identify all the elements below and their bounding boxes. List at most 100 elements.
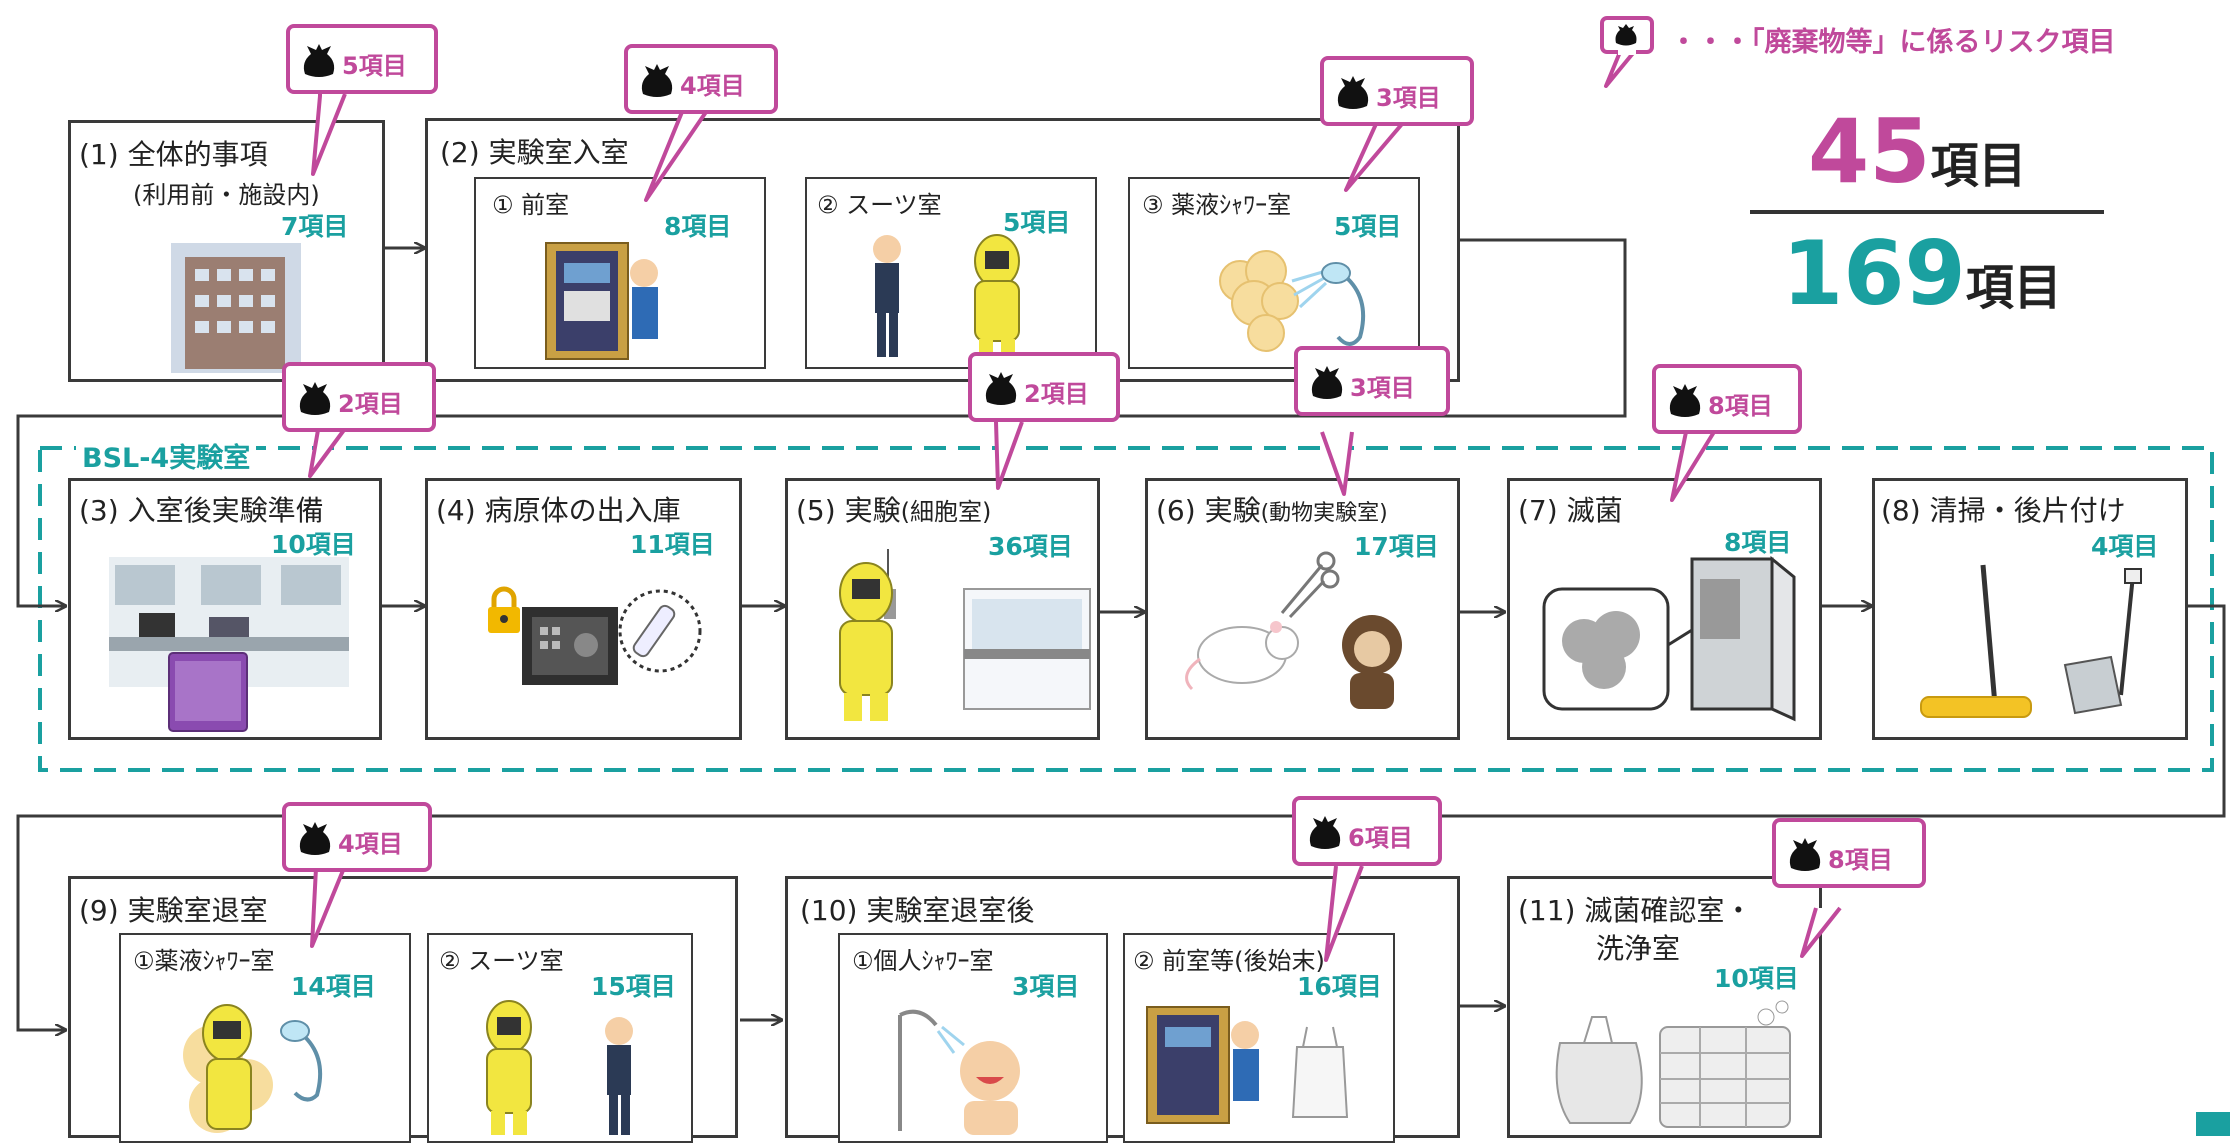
step-9-room-1-label: ①薬液ｼｬﾜｰ室	[133, 947, 275, 975]
arrow-2-3	[16, 238, 1627, 606]
total-waste: 45項目	[1808, 100, 2026, 203]
step-2-room-2-label: ② スーツ室	[817, 191, 942, 219]
step-9-box: (9) 実験室退室 ①薬液ｼｬﾜｰ室 14項目 ② スーツ室 15項目	[68, 876, 738, 1143]
bsl4-zone-border	[38, 446, 2214, 772]
locker-room-image	[545, 242, 658, 360]
corner-marker	[2196, 1112, 2230, 1136]
personal-shower-image	[898, 1009, 1020, 1135]
step-2-room-2-count: 5項目	[1003, 208, 1071, 237]
step-10-title: (10) 実験室退室後	[800, 894, 1035, 927]
waste-callout-step-1: 5項目	[286, 24, 438, 94]
animal-lab-image	[1185, 551, 1402, 709]
garbage-bag-icon	[1311, 366, 1343, 399]
waste-count-step-2-anteroom: 4項目	[680, 72, 745, 100]
garbage-bag-icon	[1337, 76, 1369, 109]
total-waste-value: 45	[1808, 100, 1931, 203]
step-2-room-2: ② スーツ室 5項目	[805, 177, 1097, 369]
step-5-title-room: (細胞室)	[900, 498, 992, 526]
step-4-count: 11項目	[630, 530, 715, 559]
waste-callout-step-10: 6項目	[1292, 796, 1442, 866]
step-2-room-1-count: 8項目	[664, 212, 732, 241]
waste-count-step-10: 6項目	[1348, 824, 1413, 852]
legend-callout-shape	[1600, 16, 1654, 88]
step-11-box: (11) 滅菌確認室・ 洗浄室 10項目	[1507, 876, 1822, 1138]
step-7-count: 8項目	[1724, 528, 1792, 557]
autoclave-image	[1542, 555, 1796, 722]
garbage-bag-icon	[1789, 838, 1821, 871]
waste-count-step-2-shower: 3項目	[1376, 84, 1441, 112]
pathogen-safe-image	[488, 586, 702, 685]
sterilization-check-image	[1555, 1000, 1791, 1128]
waste-callout-step-9: 4項目	[282, 802, 432, 872]
garbage-bag-icon	[1615, 24, 1637, 46]
total-all-unit: 項目	[1965, 260, 2062, 316]
waste-callout-step-6: 3項目	[1294, 346, 1450, 416]
totals-divider	[1750, 210, 2104, 214]
legend-text: ・・・「廃棄物等」に係るリスク項目	[1670, 27, 2116, 58]
step-10-room-2: ② 前室等(後始末) 16項目	[1123, 933, 1395, 1143]
waste-count-step-5: 2項目	[1024, 380, 1089, 408]
step-6-title: (6) 実験(動物実験室)	[1156, 489, 1388, 529]
step-7-box: (7) 滅菌 8項目	[1507, 478, 1822, 740]
step-8-count: 4項目	[2091, 532, 2159, 561]
cleaning-tools-image	[1920, 564, 2142, 718]
waste-count-step-7: 8項目	[1708, 392, 1773, 420]
suit-room-image	[873, 234, 1020, 359]
step-2-room-3-count: 5項目	[1334, 212, 1402, 241]
step-10-room-1-count: 3項目	[1012, 972, 1080, 1001]
total-waste-unit: 項目	[1930, 138, 2027, 194]
waste-count-step-11: 8項目	[1828, 846, 1893, 874]
exit-suit-room-image	[486, 1000, 633, 1135]
step-9-room-2-count: 15項目	[591, 972, 676, 1001]
step-2-room-3-label: ③ 薬液ｼｬﾜｰ室	[1142, 191, 1292, 219]
step-2-room-1-label: ① 前室	[492, 191, 570, 219]
step-1-box: (1) 全体的事項 (利用前・施設内) 7項目	[68, 120, 385, 382]
garbage-bag-icon	[1309, 816, 1341, 849]
step-4-title: (4) 病原体の出入庫	[436, 494, 681, 527]
waste-callout-step-2-shower: 3項目	[1320, 56, 1474, 126]
step-10-room-2-count: 16項目	[1297, 972, 1382, 1001]
step-11-count: 10項目	[1714, 964, 1799, 993]
step-6-count: 17項目	[1354, 532, 1439, 561]
step-2-title: (2) 実験室入室	[440, 136, 629, 169]
step-6-title-main: (6) 実験	[1156, 494, 1261, 527]
step-9-room-2-label: ② スーツ室	[439, 947, 564, 975]
facility-building-image	[171, 243, 301, 373]
step-7-title: (7) 滅菌	[1518, 494, 1623, 527]
step-3-count: 10項目	[271, 530, 356, 559]
step-5-title: (5) 実験(細胞室)	[796, 489, 991, 529]
anteroom-cleanup-image	[1146, 1006, 1349, 1124]
step-2-room-1: ① 前室 8項目	[474, 177, 766, 369]
step-2-room-3: ③ 薬液ｼｬﾜｰ室 5項目	[1128, 177, 1420, 369]
garbage-bag-icon	[1669, 384, 1701, 417]
step-4-box: (4) 病原体の出入庫 11項目	[425, 478, 742, 740]
garbage-bag-icon	[985, 372, 1017, 405]
waste-callout-step-7: 8項目	[1652, 364, 1802, 434]
step-6-box: (6) 実験(動物実験室) 17項目	[1145, 478, 1460, 740]
lock-icon	[488, 586, 520, 633]
waste-callout-step-3: 2項目	[282, 362, 436, 432]
lab-preparation-image	[109, 557, 349, 732]
chemical-shower-image	[1219, 250, 1366, 352]
bsl4-zone-label: BSL-4実験室	[76, 436, 257, 475]
step-5-count: 36項目	[988, 532, 1073, 561]
step-11-title-line2: 洗浄室	[1596, 932, 1681, 965]
step-9-room-1-count: 14項目	[291, 972, 376, 1001]
garbage-bag-icon	[299, 822, 331, 855]
waste-count-step-6: 3項目	[1350, 374, 1415, 402]
step-8-title: (8) 清掃・後片付け	[1881, 494, 2126, 527]
step-2-box: (2) 実験室入室 ① 前室 8項目 ② スーツ室 5項目 ③ 薬液ｼｬﾜｰ室 …	[425, 118, 1460, 382]
step-3-title: (3) 入室後実験準備	[79, 494, 324, 527]
waste-count-step-3: 2項目	[338, 390, 403, 418]
step-1-subtitle: (利用前・施設内)	[133, 181, 320, 209]
waste-callout-step-11: 8項目	[1772, 818, 1926, 888]
waste-callout-step-2-anteroom: 4項目	[624, 44, 778, 114]
legend: ・・・「廃棄物等」に係るリスク項目	[1600, 16, 2228, 88]
total-all: 169項目	[1782, 222, 2062, 325]
step-10-room-1-label: ①個人ｼｬﾜｰ室	[852, 947, 994, 975]
scissors-icon	[1280, 551, 1340, 619]
garbage-bag-icon	[303, 44, 335, 77]
step-6-title-room: (動物実験室)	[1260, 501, 1388, 526]
step-10-box: (10) 実験室退室後 ①個人ｼｬﾜｰ室 3項目 ② 前室等(後始末) 16項目	[785, 876, 1460, 1143]
